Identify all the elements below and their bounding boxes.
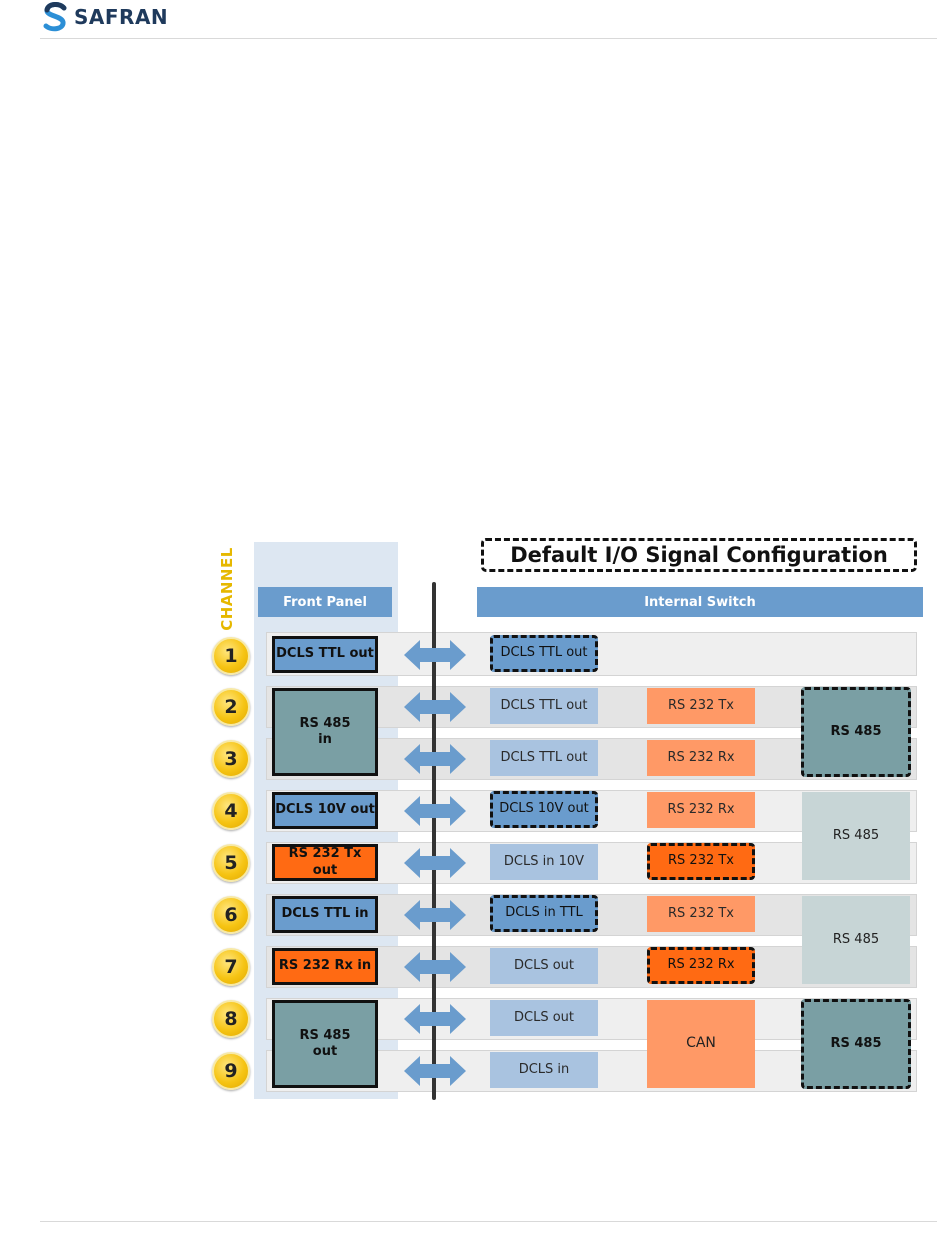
int-ch4-rs232-rx: RS 232 Rx	[647, 792, 755, 828]
int-ch9-dcls-in: DCLS in	[490, 1052, 598, 1088]
int-ch89-rs485-default: RS 485	[801, 999, 911, 1089]
bidirectional-arrow-icon	[404, 848, 466, 878]
page-header: SAFRAN	[40, 0, 937, 39]
channel-axis-label: CHANNEL	[218, 547, 236, 631]
switch-divider-line	[432, 582, 436, 1100]
bidirectional-arrow-icon	[404, 952, 466, 982]
channel-badge-7: 7	[212, 948, 250, 986]
int-ch45-rs485: RS 485	[802, 792, 910, 880]
bidirectional-arrow-icon	[404, 744, 466, 774]
bidirectional-arrow-icon	[404, 1056, 466, 1086]
int-ch5-dcls-in-10v: DCLS in 10V	[490, 844, 598, 880]
int-ch7-dcls-out: DCLS out	[490, 948, 598, 984]
int-ch1-dcls-ttl-out-default: DCLS TTL out	[490, 635, 598, 672]
bidirectional-arrow-icon	[404, 900, 466, 930]
int-ch23-rs485-default: RS 485	[801, 687, 911, 777]
int-ch3-dcls-ttl-out: DCLS TTL out	[490, 740, 598, 776]
fp-ch89-rs485-out: RS 485 out	[272, 1000, 378, 1088]
int-ch4-dcls-10v-out-default: DCLS 10V out	[490, 791, 598, 828]
int-ch2-rs232-tx: RS 232 Tx	[647, 688, 755, 724]
front-panel-header: Front Panel	[258, 587, 392, 617]
io-signal-diagram: CHANNEL Default I/O Signal Configuration…	[200, 530, 935, 1110]
int-ch7-rs232-rx-default: RS 232 Rx	[647, 947, 755, 984]
fp-ch23-line1: RS 485	[299, 715, 351, 731]
footer-divider	[40, 1221, 937, 1222]
logo-text: SAFRAN	[74, 5, 169, 29]
channel-badge-3: 3	[212, 740, 250, 778]
fp-ch4-dcls-10v-out: DCLS 10V out	[272, 792, 378, 829]
int-ch5-rs232-tx-default: RS 232 Tx	[647, 843, 755, 880]
fp-ch23-line2: in	[318, 732, 332, 747]
fp-ch89-line2: out	[312, 1044, 338, 1059]
internal-switch-header: Internal Switch	[477, 587, 923, 617]
channel-badge-9: 9	[212, 1052, 250, 1090]
fp-ch23-rs485-in: RS 485 in	[272, 688, 378, 776]
channel-badge-4: 4	[212, 792, 250, 830]
channel-badge-8: 8	[212, 1000, 250, 1038]
fp-ch89-line1: RS 485	[299, 1027, 351, 1043]
diagram-title: Default I/O Signal Configuration	[481, 538, 917, 572]
channel-badge-6: 6	[212, 896, 250, 934]
int-ch6-dcls-in-ttl-default: DCLS in TTL	[490, 895, 598, 932]
fp-ch7-rs232-rx-in: RS 232 Rx in	[272, 948, 378, 985]
int-ch3-rs232-rx: RS 232 Rx	[647, 740, 755, 776]
channel-badge-2: 2	[212, 688, 250, 726]
channel-badge-1: 1	[212, 637, 250, 675]
int-ch8-dcls-out: DCLS out	[490, 1000, 598, 1036]
bidirectional-arrow-icon	[404, 1004, 466, 1034]
bidirectional-arrow-icon	[404, 796, 466, 826]
fp-ch6-dcls-ttl-in: DCLS TTL in	[272, 896, 378, 933]
fp-ch5-rs232-tx-out: RS 232 Tx out	[272, 844, 378, 881]
int-ch6-rs232-tx: RS 232 Tx	[647, 896, 755, 932]
int-ch2-dcls-ttl-out: DCLS TTL out	[490, 688, 598, 724]
int-ch89-can: CAN	[647, 1000, 755, 1088]
safran-logo: SAFRAN	[42, 2, 168, 32]
bidirectional-arrow-icon	[404, 692, 466, 722]
fp-ch1-dcls-ttl-out: DCLS TTL out	[272, 636, 378, 673]
int-ch67-rs485: RS 485	[802, 896, 910, 984]
bidirectional-arrow-icon	[404, 640, 466, 670]
safran-s-logo-icon	[43, 2, 67, 32]
channel-badge-5: 5	[212, 844, 250, 882]
